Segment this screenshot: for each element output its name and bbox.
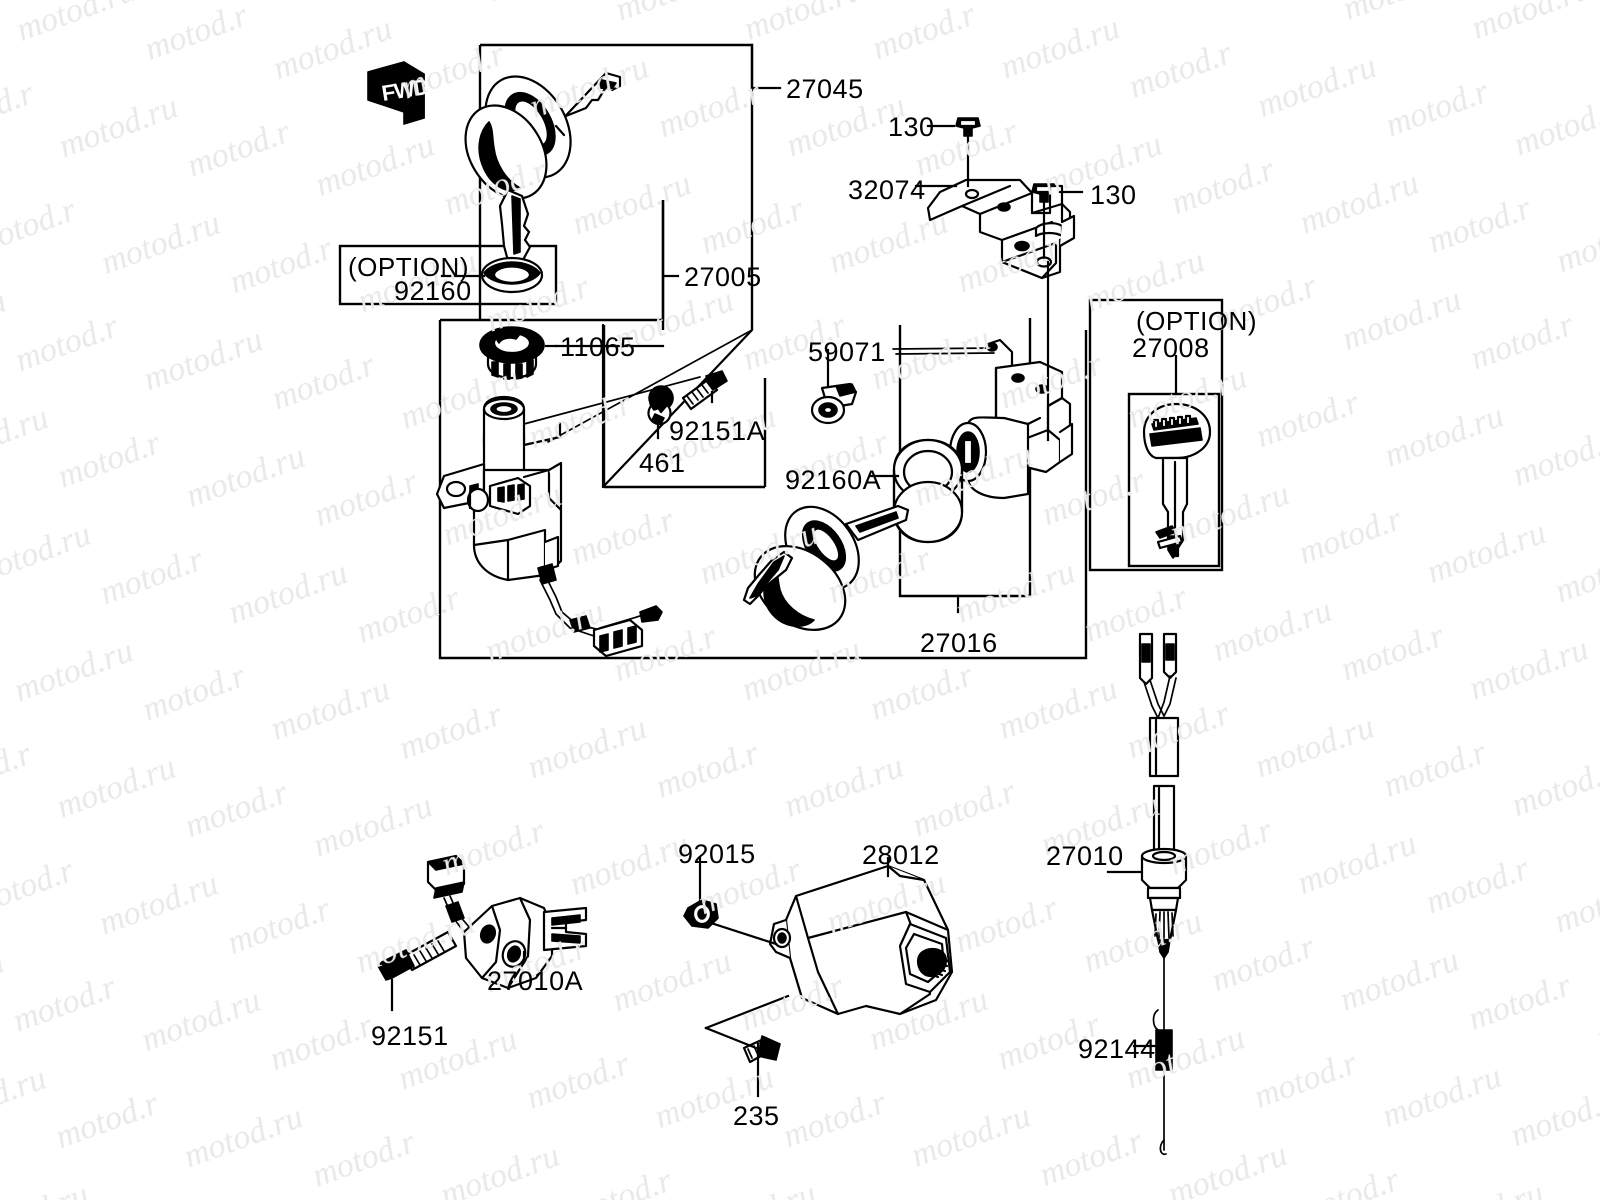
part-label-27005: 27005 — [684, 262, 762, 292]
part-label-11065: 11065 — [560, 332, 636, 362]
part-label-235: 235 — [733, 1101, 780, 1131]
part-label-461: 461 — [639, 448, 686, 478]
part-label-27016: 27016 — [920, 628, 998, 658]
part-label-92160: 92160 — [394, 276, 472, 306]
part-label-32074: 32074 — [848, 175, 926, 205]
part-label-27008: 27008 — [1132, 333, 1210, 363]
part-label-130-b: 130 — [1090, 180, 1137, 210]
part-label-27045: 27045 — [786, 74, 864, 104]
part-label-92144: 92144 — [1078, 1034, 1156, 1064]
part-label-28012: 28012 — [862, 840, 940, 870]
part-label-130-a: 130 — [888, 112, 935, 142]
part-label-92160A: 92160A — [785, 465, 882, 495]
part-label-92015: 92015 — [678, 839, 756, 869]
part-label-27010A: 27010A — [487, 966, 584, 996]
part-label-92151: 92151 — [371, 1021, 449, 1051]
part-label-59071: 59071 — [808, 337, 886, 367]
part-label-92151A: 92151A — [669, 416, 766, 446]
part-label-27010: 27010 — [1046, 841, 1124, 871]
